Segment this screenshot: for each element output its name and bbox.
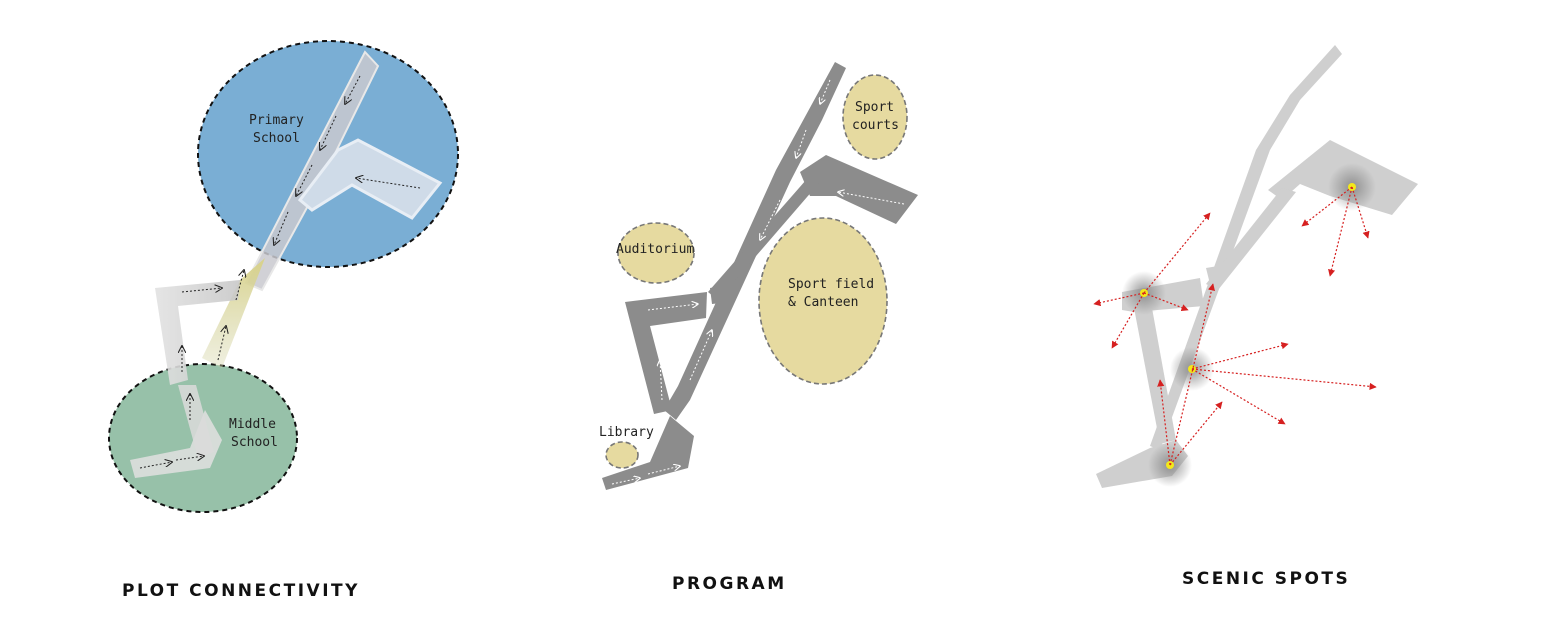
library-label: Library (599, 425, 654, 440)
auditorium-zone (617, 222, 695, 284)
program-east-wing (800, 155, 918, 224)
program-south-link (602, 416, 694, 490)
yellow-link-path (202, 258, 265, 368)
connectivity-arrows (139, 75, 421, 469)
sport-courts-label-line2: courts (852, 118, 899, 133)
connectivity-panel: Primary School Middle School PLOT CONNEC… (108, 40, 459, 601)
scenic-view-rays (1093, 186, 1377, 466)
east-wing-path (297, 138, 443, 220)
primary-school-label-line2: School (253, 131, 300, 146)
program-west-loop (625, 292, 707, 414)
sport-field-label-line2: & Canteen (788, 295, 858, 310)
middle-spine-path (178, 385, 214, 458)
program-panel: Sport courts Auditorium Sport field & Ca… (599, 62, 918, 594)
program-stub (710, 284, 732, 304)
sport-courts-label-line1: Sport (855, 100, 894, 115)
scenic-title: SCENIC SPOTS (1182, 569, 1350, 589)
program-arrows (611, 79, 905, 485)
west-loop-path (155, 280, 240, 385)
program-title: PROGRAM (672, 574, 787, 594)
auditorium-label: Auditorium (616, 242, 694, 257)
middle-school-label-line2: School (231, 435, 278, 450)
scenic-stub (1206, 264, 1230, 284)
scenic-panel: SCENIC SPOTS (1093, 45, 1418, 589)
library-zone (605, 441, 639, 469)
sport-field-zone (758, 217, 888, 385)
connectivity-title: PLOT CONNECTIVITY (122, 581, 360, 601)
sport-courts-zone (842, 74, 908, 160)
middle-school-label-line1: Middle (229, 417, 276, 432)
main-spine-path (244, 50, 380, 292)
scenic-west-leg (1134, 308, 1176, 444)
primary-school-label-line1: Primary (249, 113, 304, 128)
sport-field-label-line1: Sport field (788, 277, 874, 292)
